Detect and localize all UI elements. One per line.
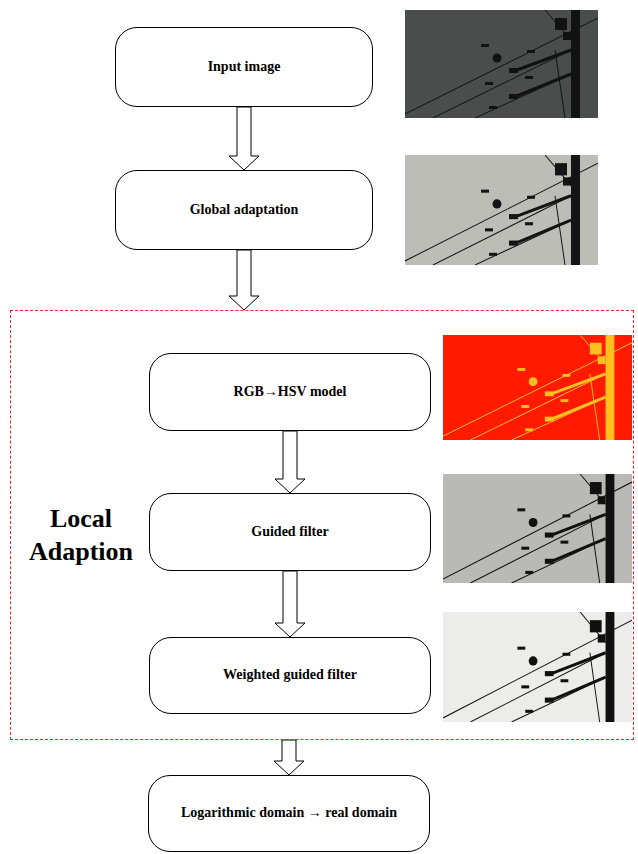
box-label: Logarithmic domain → real domain [169, 805, 409, 822]
input-photo [405, 10, 598, 118]
block-arrow [275, 431, 305, 493]
box-label: RGB→HSV model [222, 384, 359, 401]
hsv-photo [443, 335, 632, 440]
block-arrow [229, 107, 259, 170]
process-box: Global adaptation [115, 170, 373, 250]
block-arrow [229, 250, 259, 310]
stage-group: RGB→HSV modelGuided filterWeighted guide… [10, 310, 634, 740]
process-box: Input image [115, 27, 373, 107]
process-box: RGB→HSV model [149, 353, 431, 431]
box-label: Guided filter [239, 524, 340, 541]
group-title: Local Adaption [17, 503, 145, 568]
guided-photo [443, 474, 632, 583]
global-photo [405, 155, 598, 265]
weighted-photo [443, 612, 632, 722]
box-label: Weighted guided filter [211, 667, 369, 684]
block-arrow [275, 571, 305, 637]
block-arrow [274, 740, 304, 775]
box-label: Input image [196, 59, 293, 76]
process-box: Guided filter [149, 493, 431, 571]
box-label: Global adaptation [178, 202, 311, 219]
process-box: Logarithmic domain → real domain [148, 775, 430, 852]
process-box: Weighted guided filter [149, 637, 431, 714]
